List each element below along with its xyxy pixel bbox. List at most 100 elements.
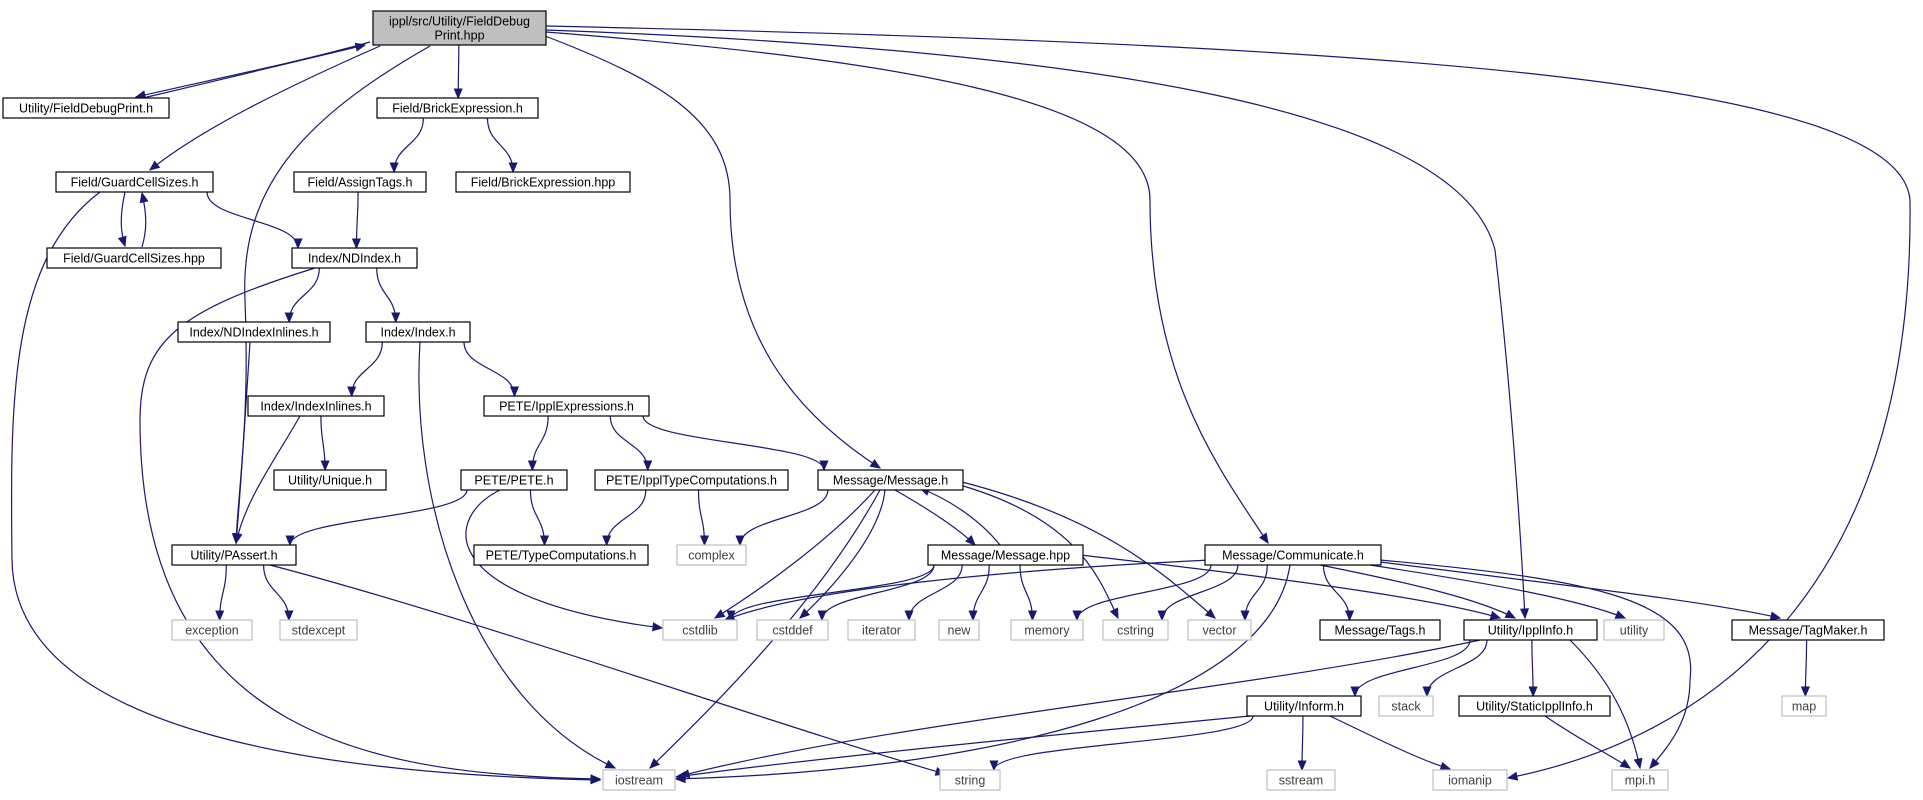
arrowhead	[1072, 610, 1082, 622]
node-box	[1731, 619, 1885, 641]
edge-root-to-brickexpr_h	[453, 44, 463, 100]
node-box	[55, 171, 214, 193]
edges-layer	[10, 25, 1911, 785]
file-node-unique_h[interactable]: Utility/Unique.h	[273, 469, 387, 491]
arrowhead	[285, 535, 295, 547]
node-label: Utility/Inform.h	[1264, 700, 1344, 714]
edge-ipplinfo_h-to-stack	[1422, 639, 1488, 698]
arrowhead	[320, 460, 330, 472]
edge-passert_h-to-string	[269, 564, 947, 776]
edge-brickexpr_h-to-brickexpr_hpp	[486, 117, 518, 174]
edge-communicate_h-to-mpi_h	[1379, 559, 1692, 769]
file-node-staticipplinfo_h[interactable]: Utility/StaticIpplInfo.h	[1458, 695, 1611, 717]
file-node-ipplinfo_h[interactable]: Utility/IpplInfo.h	[1463, 619, 1598, 641]
file-node-ipplexpr_h[interactable]: PETE/IpplExpressions.h	[483, 395, 650, 417]
file-node-brickexpr_hpp[interactable]: Field/BrickExpression.hpp	[455, 171, 631, 193]
edge-passert_h-to-stdexcept	[262, 564, 294, 622]
arrowhead	[989, 760, 999, 772]
arrowhead	[509, 386, 520, 398]
edge-message_h-to-iostream	[649, 489, 881, 769]
node-box	[1187, 619, 1252, 641]
arrowhead	[904, 610, 914, 622]
file-node-ippltypecomp_h[interactable]: PETE/IpplTypeComputations.h	[594, 469, 789, 491]
edge-fdp_h-to-root	[142, 42, 367, 99]
arrowhead	[117, 235, 127, 248]
node-label: Utility/FieldDebugPrint.h	[19, 102, 153, 116]
arrowhead	[139, 191, 149, 204]
node-label: map	[1792, 700, 1816, 714]
edge-ipplinfo_h-to-staticipplinfo_h	[1528, 639, 1538, 698]
node-label: utility	[1620, 624, 1649, 638]
node-label: Index/NDIndex.h	[308, 252, 401, 266]
arrowhead	[1528, 686, 1538, 698]
node-label: Message/TagMaker.h	[1749, 624, 1868, 638]
arrowhead	[699, 535, 710, 547]
file-node-index_h[interactable]: Index/Index.h	[365, 321, 471, 343]
file-node-pete_h[interactable]: PETE/PETE.h	[460, 469, 568, 491]
node-box	[756, 619, 829, 641]
node-label: Field/BrickExpression.h	[392, 102, 523, 116]
arrowhead	[649, 758, 660, 769]
file-node-message_h[interactable]: Message/Message.h	[817, 469, 964, 491]
file-node-brickexpr_h[interactable]: Field/BrickExpression.h	[376, 97, 539, 119]
edge-message_hpp-to-memory	[1019, 564, 1038, 622]
file-node-assigntags_h[interactable]: Field/AssignTags.h	[293, 171, 427, 193]
system-header-node-string: string	[939, 769, 1001, 791]
file-node-guardcell_hpp[interactable]: Field/GuardCellSizes.hpp	[46, 247, 222, 269]
edge-guardcell_hpp-to-guardcell_h	[139, 191, 149, 248]
system-header-node-exception: exception	[171, 619, 253, 641]
file-node-tags_h[interactable]: Message/Tags.h	[1319, 619, 1441, 641]
system-header-node-new: new	[938, 619, 980, 641]
file-node-passert_h[interactable]: Utility/PAssert.h	[171, 544, 297, 566]
arrowhead	[1297, 760, 1307, 772]
edge-ndindex_h-to-index_h	[376, 267, 401, 324]
node-label: Message/Tags.h	[1334, 624, 1425, 638]
edge-pete_h-to-typecomp_h	[529, 489, 550, 547]
arrowhead	[453, 88, 463, 100]
file-node-typecomp_h[interactable]: PETE/TypeComputations.h	[473, 544, 649, 566]
edge-indexinl_h-to-unique_h	[320, 415, 330, 472]
system-header-node-cstring: cstring	[1102, 619, 1169, 641]
arrowhead	[1800, 686, 1810, 698]
arrowhead	[293, 238, 303, 250]
node-box	[455, 171, 631, 193]
node-box	[1432, 769, 1508, 791]
arrowhead	[965, 535, 976, 546]
root-file-node[interactable]: ippl/src/Utility/FieldDebugPrint.hpp	[372, 10, 547, 46]
node-box	[1603, 619, 1665, 641]
file-node-inform_h[interactable]: Utility/Inform.h	[1246, 695, 1362, 717]
file-node-indexinl_h[interactable]: Index/IndexInlines.h	[247, 395, 385, 417]
node-box	[483, 395, 650, 417]
node-box	[602, 769, 676, 791]
arrowhead	[1519, 608, 1530, 620]
file-node-ndindex_h[interactable]: Index/NDIndex.h	[291, 247, 418, 269]
arrowhead	[351, 238, 361, 250]
file-node-tagmaker_h[interactable]: Message/TagMaker.h	[1731, 619, 1885, 641]
node-label: mpi.h	[1625, 774, 1656, 788]
arrowhead	[1240, 610, 1250, 622]
file-node-ndindexinl_h[interactable]: Index/NDIndexInlines.h	[177, 321, 331, 343]
edge-root-to-communicate_h	[545, 31, 1269, 545]
node-box	[177, 321, 331, 343]
file-node-message_hpp[interactable]: Message/Message.hpp	[927, 544, 1084, 566]
node-box	[279, 619, 358, 641]
edge-ipplinfo_h-to-inform_h	[1350, 639, 1471, 698]
node-box	[1378, 695, 1434, 717]
node-box	[662, 619, 738, 641]
node-label: Message/Message.h	[833, 474, 948, 488]
file-node-guardcell_h[interactable]: Field/GuardCellSizes.h	[55, 171, 214, 193]
edge-message_hpp-to-iterator	[904, 564, 963, 622]
arrowhead	[968, 610, 978, 622]
edge-passert_h-to-exception	[215, 564, 227, 622]
node-label: iterator	[862, 624, 901, 638]
node-label: stdexcept	[292, 624, 346, 638]
arrowhead	[1157, 610, 1167, 622]
edge-message_hpp-to-cstdlib	[726, 564, 935, 622]
node-label: memory	[1024, 624, 1070, 638]
edge-brickexpr_h-to-assigntags_h	[389, 117, 424, 174]
file-node-fdp_h[interactable]: Utility/FieldDebugPrint.h	[2, 97, 170, 119]
edge-communicate_h-to-vector	[1240, 564, 1268, 622]
file-node-communicate_h[interactable]: Message/Communicate.h	[1204, 544, 1382, 566]
node-box	[1266, 769, 1336, 791]
